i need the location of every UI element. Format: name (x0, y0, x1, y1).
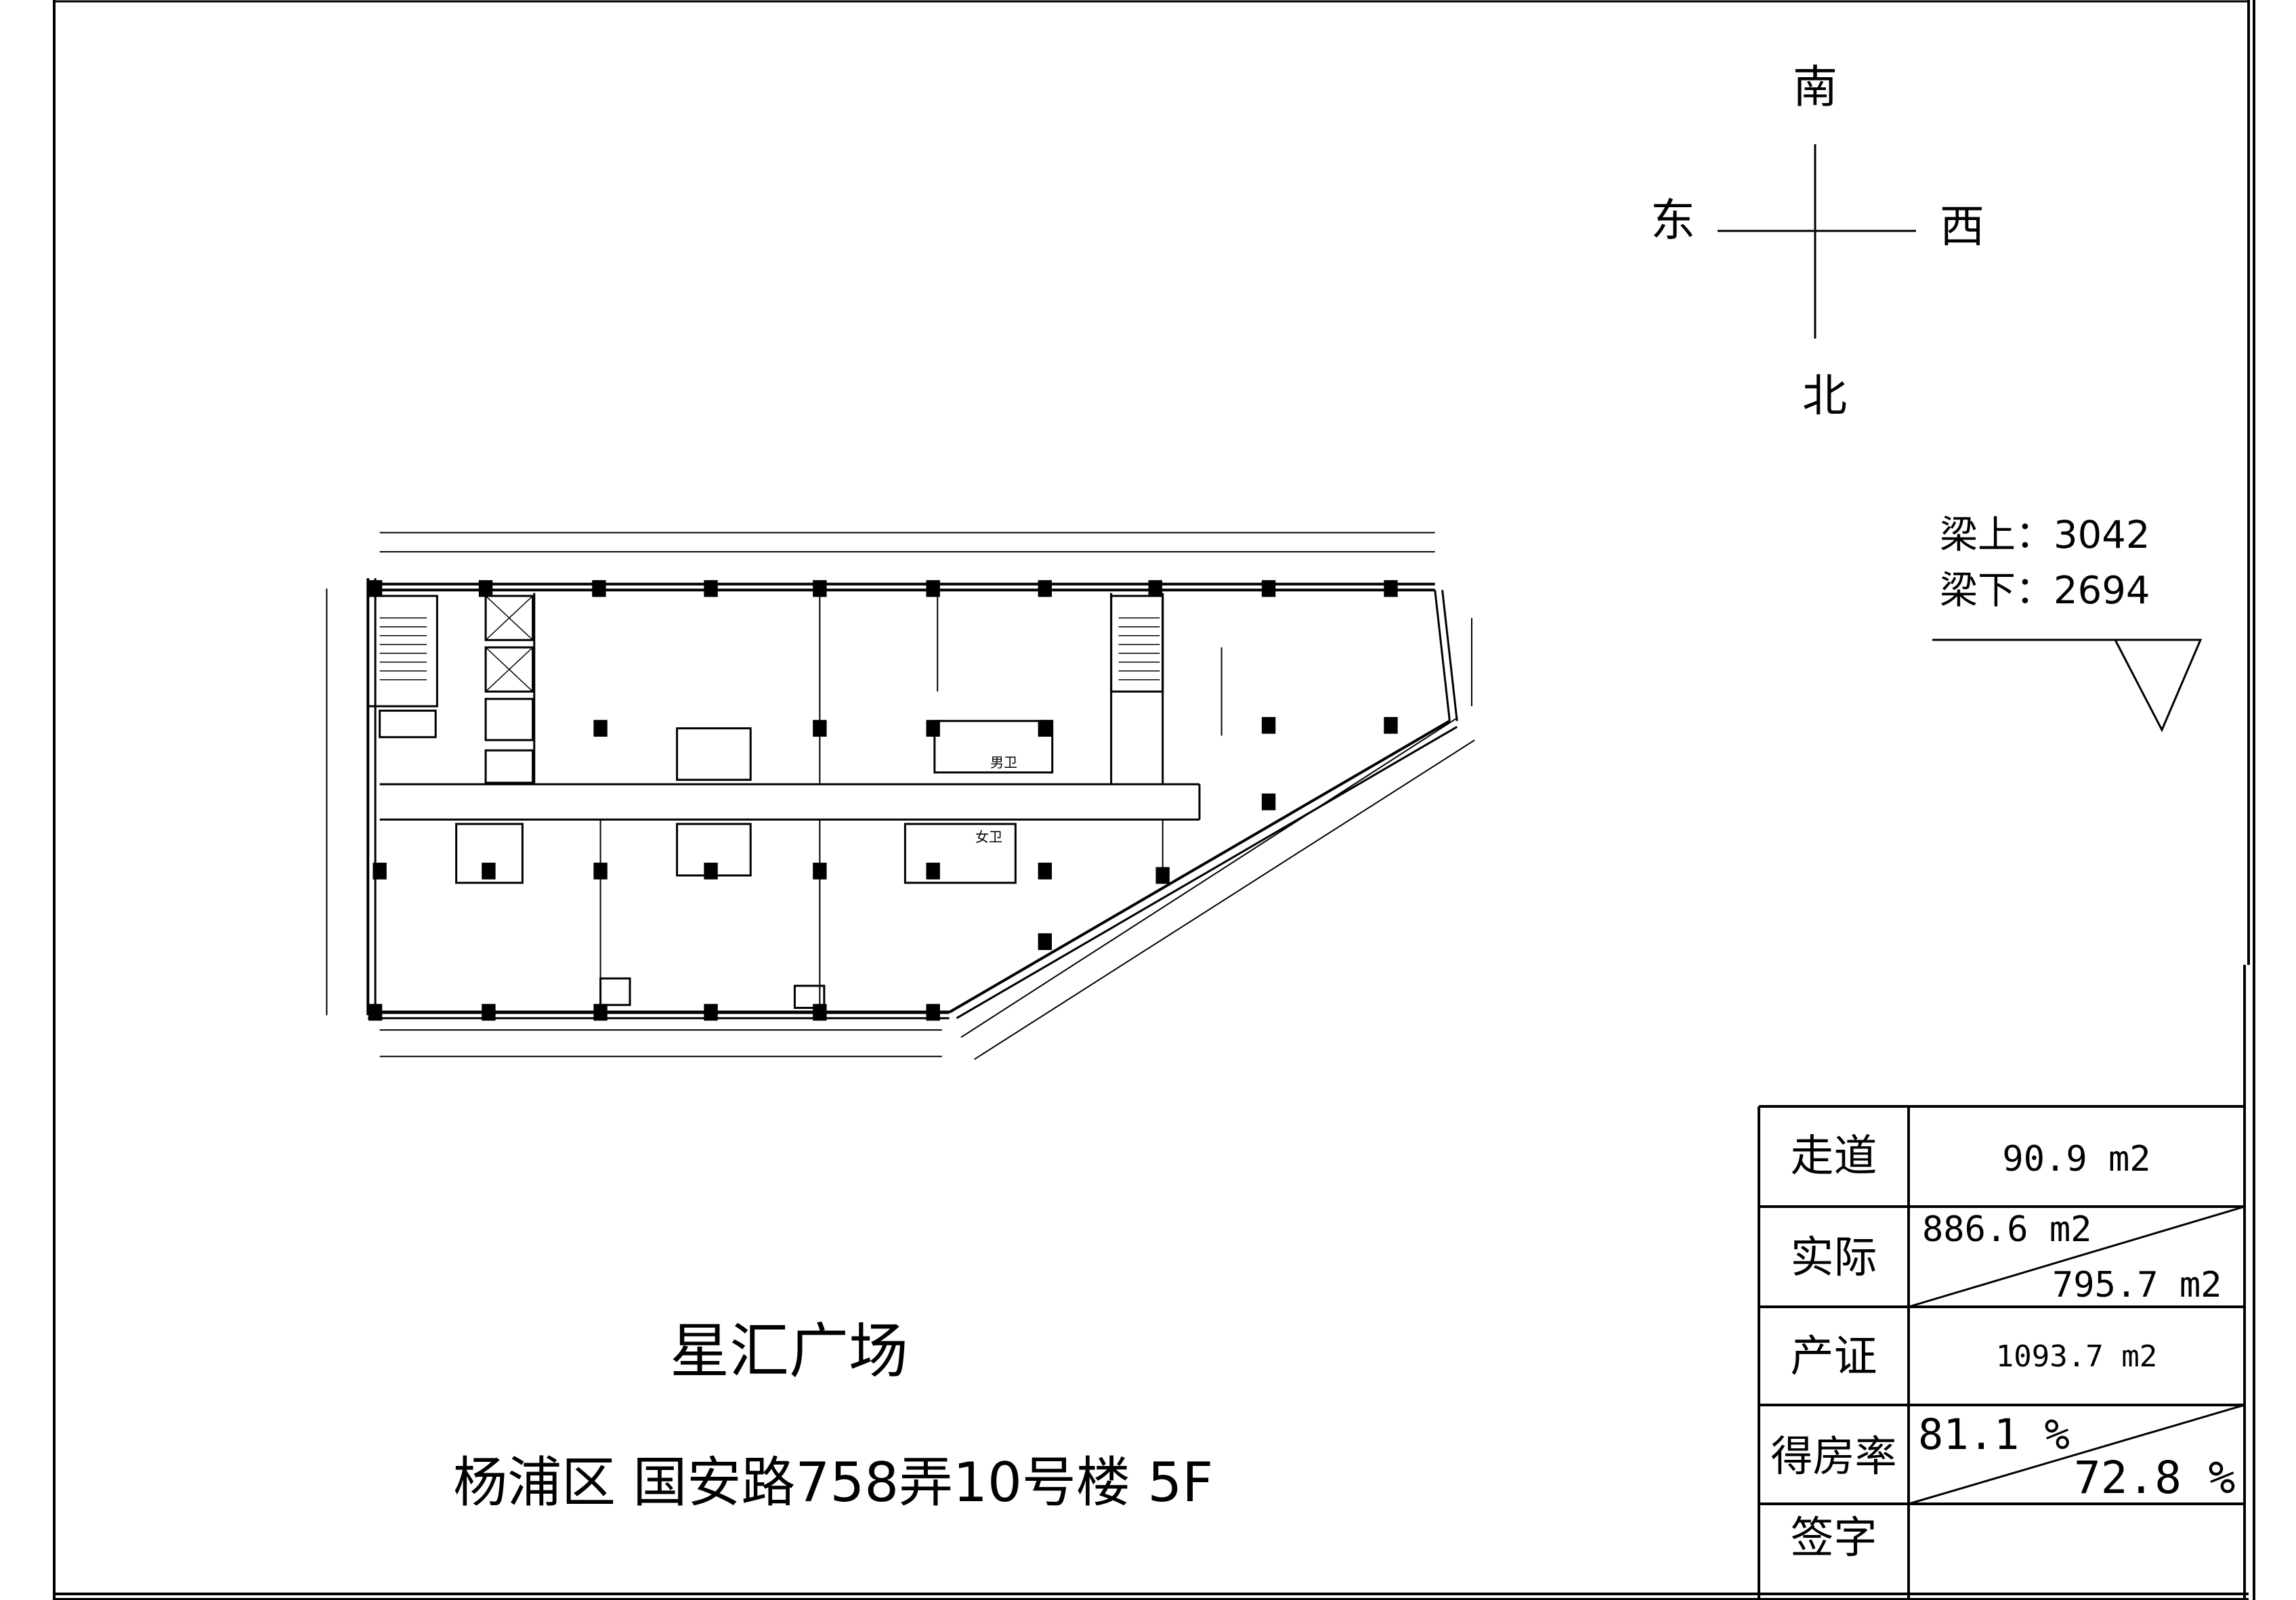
column (1261, 793, 1276, 810)
column (704, 1003, 718, 1021)
column (926, 580, 940, 597)
column (1038, 720, 1053, 737)
elevator-shaft (484, 697, 534, 741)
building-name: 星汇广场 (669, 1316, 908, 1386)
actual-label: 实际 (1790, 1233, 1877, 1283)
ratio-label: 得房率 (1770, 1431, 1897, 1481)
beam-below-height: 梁下：2694 (1940, 569, 2150, 613)
room-label-mens-restroom: 男卫 (990, 754, 1017, 771)
column (373, 863, 387, 880)
dimension-line-diagonal (960, 717, 1458, 1038)
room-label-womens-restroom: 女卫 (975, 829, 1002, 845)
exterior-wall-diagonal (956, 726, 1458, 1020)
column (813, 720, 827, 737)
beam-marker-triangle (2113, 639, 2203, 733)
column (704, 863, 718, 880)
column (926, 720, 940, 737)
actual-net-value: 795.7 m2 (2052, 1265, 2222, 1305)
column (482, 1003, 496, 1021)
stair-core-west (366, 594, 438, 708)
dimension-line-diagonal (973, 739, 1475, 1060)
actual-gross-value: 886.6 m2 (1922, 1209, 2092, 1250)
column (368, 1003, 383, 1021)
womens-restroom (903, 823, 1017, 884)
certificate-value: 1093.7 m2 (1995, 1339, 2158, 1374)
column (1038, 580, 1053, 597)
column (1038, 863, 1053, 880)
column (1261, 716, 1276, 734)
exterior-wall-diagonal (948, 720, 1451, 1014)
compass-east-label: 东 (1651, 194, 1695, 246)
column (926, 1003, 940, 1021)
column (1148, 580, 1162, 597)
ratio-net-value: 72.8 % (2074, 1452, 2236, 1504)
column (592, 580, 606, 597)
elevator-cross (485, 647, 534, 692)
riser (599, 977, 631, 1006)
riser (793, 985, 826, 1010)
corridor-value: 90.9 m2 (2002, 1139, 2151, 1180)
column (482, 863, 496, 880)
stair-core-east (1110, 594, 1164, 693)
compass-north-label: 北 (1802, 370, 1847, 422)
column (1155, 867, 1170, 884)
building-address: 杨浦区 国安路758弄10号楼 5F (453, 1451, 1214, 1514)
elevator-cross (485, 595, 534, 641)
column (1261, 580, 1276, 597)
certificate-label: 产证 (1790, 1332, 1877, 1382)
column (593, 720, 608, 737)
column (1384, 716, 1398, 734)
column (1384, 580, 1398, 597)
column (593, 863, 608, 880)
compass-west-label: 西 (1940, 200, 1984, 253)
floor-plan (326, 532, 1475, 1060)
ratio-gross-value: 81.1 % (1918, 1410, 2070, 1459)
service-room (455, 823, 524, 884)
column (813, 1003, 827, 1021)
signature-label: 签字 (1790, 1513, 1877, 1563)
beam-above-height: 梁上：3042 (1940, 513, 2150, 557)
column (1038, 933, 1053, 951)
column (704, 580, 718, 597)
corridor-label: 走道 (1790, 1131, 1877, 1182)
column (593, 1003, 608, 1021)
area-table-grid (1758, 1105, 2245, 1600)
column (368, 580, 383, 597)
column (813, 580, 827, 597)
column (478, 580, 493, 597)
exterior-wall-east (1434, 590, 1451, 721)
elevator-shaft (484, 646, 534, 693)
shaft (484, 749, 534, 784)
column (813, 863, 827, 880)
exterior-wall-east (1441, 590, 1458, 721)
service-room (676, 727, 752, 781)
elevator-shaft (484, 594, 534, 641)
compass-south-label: 南 (1793, 61, 1837, 113)
column (926, 863, 940, 880)
shaft (379, 710, 437, 739)
mens-restroom (933, 720, 1054, 774)
